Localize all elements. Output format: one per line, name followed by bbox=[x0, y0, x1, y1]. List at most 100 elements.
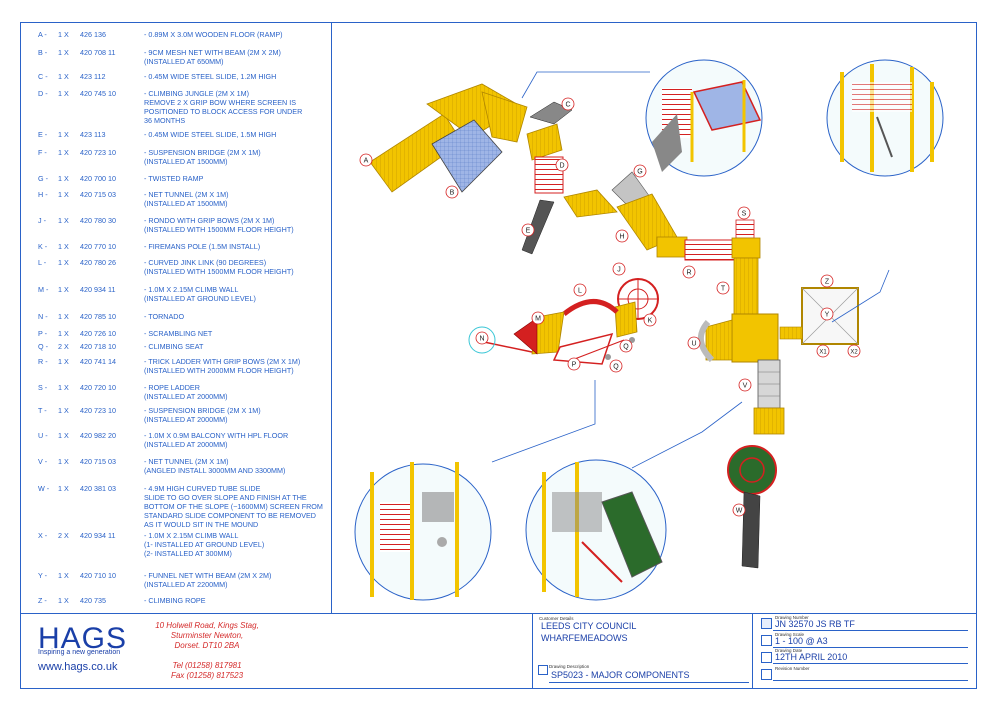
component-quantity: 1 X bbox=[58, 596, 69, 605]
component-description: - TRICK LADDER WITH GRIP BOWS (2M X 1M) … bbox=[144, 357, 301, 375]
component-quantity: 1 X bbox=[58, 30, 69, 39]
label-bubble bbox=[633, 164, 647, 178]
description-underline bbox=[549, 670, 749, 683]
component-description: - CLIMBING JUNGLE (2M X 1M) REMOVE 2 X G… bbox=[144, 89, 303, 125]
label-bubble bbox=[445, 185, 459, 199]
component-letter: N - bbox=[38, 312, 48, 321]
component-label: Q bbox=[613, 364, 619, 371]
component-description: - SUSPENSION BRIDGE (2M X 1M) (INSTALLED… bbox=[144, 148, 261, 166]
component-quantity: 2 X bbox=[58, 342, 69, 351]
component-quantity: 1 X bbox=[58, 258, 69, 267]
component-description: - 0.89M X 3.0M WOODEN FLOOR (RAMP) bbox=[144, 30, 283, 39]
right-tower bbox=[698, 219, 859, 569]
company-address: 10 Holwell Road, Kings Stag, Sturminster… bbox=[155, 621, 259, 680]
component-letter: G - bbox=[38, 174, 48, 183]
component-code: 420 708 11 bbox=[80, 48, 116, 57]
description-label: Drawing Description bbox=[549, 664, 590, 669]
component-code: 420 718 10 bbox=[80, 342, 116, 351]
label-bubble bbox=[816, 344, 830, 358]
component-quantity: 1 X bbox=[58, 406, 69, 415]
component-letter: M - bbox=[38, 285, 49, 294]
mid-chain bbox=[563, 171, 748, 261]
component-letter: H - bbox=[38, 190, 48, 199]
component-quantity: 1 X bbox=[58, 242, 69, 251]
label-bubble bbox=[475, 331, 489, 345]
component-code: 420 710 10 bbox=[80, 571, 116, 580]
component-description: - CLIMBING SEAT bbox=[144, 342, 204, 351]
label-bubble bbox=[573, 283, 587, 297]
component-label: X1 bbox=[819, 350, 827, 356]
component-label: A bbox=[364, 158, 369, 165]
component-label: K bbox=[648, 318, 653, 325]
component-code: 420 785 10 bbox=[80, 312, 116, 321]
drawing-number: JN 32570 JS RB TF bbox=[775, 619, 855, 629]
label-bubble bbox=[732, 503, 746, 517]
component-label: U bbox=[691, 341, 696, 348]
component-quantity: 1 X bbox=[58, 329, 69, 338]
component-code: 420 720 10 bbox=[80, 383, 116, 392]
detail-view-bottom-center bbox=[525, 459, 667, 601]
component-code: 426 136 bbox=[80, 30, 106, 39]
date-label: Drawing Date bbox=[775, 648, 803, 653]
component-letter: A - bbox=[38, 30, 47, 39]
component-description: - SCRAMBLING NET bbox=[144, 329, 213, 338]
component-description: - NET TUNNEL (2M X 1M) (ANGLED INSTALL 3… bbox=[144, 457, 286, 475]
component-label: W bbox=[736, 508, 743, 515]
label-bubble bbox=[737, 206, 751, 220]
date-underline bbox=[773, 651, 968, 664]
component-label: E bbox=[526, 228, 531, 235]
label-bubble bbox=[847, 344, 861, 358]
component-letter: B - bbox=[38, 48, 48, 57]
component-code: 420 715 03 bbox=[80, 457, 116, 466]
company-website[interactable]: www.hags.co.uk bbox=[38, 661, 118, 673]
component-quantity: 1 X bbox=[58, 312, 69, 321]
label-bubble bbox=[643, 313, 657, 327]
component-quantity: 1 X bbox=[58, 383, 69, 392]
label-bubble bbox=[820, 307, 834, 321]
number-label: Drawing Number bbox=[775, 615, 809, 620]
component-description: - CLIMBING ROPE bbox=[144, 596, 206, 605]
component-label: R bbox=[686, 270, 691, 277]
component-description: - 1.0M X 0.9M BALCONY WITH HPL FLOOR (IN… bbox=[144, 431, 289, 449]
detail-view-bottom-left bbox=[354, 462, 492, 601]
label-bubble bbox=[682, 265, 696, 279]
component-quantity: 1 X bbox=[58, 190, 69, 199]
component-code: 420 770 10 bbox=[80, 242, 116, 251]
component-code: 420 745 10 bbox=[80, 89, 116, 98]
component-label: P bbox=[572, 362, 577, 369]
component-label: N bbox=[479, 336, 484, 343]
component-quantity: 1 X bbox=[58, 72, 69, 81]
label-bubble bbox=[612, 262, 626, 276]
component-letter: D - bbox=[38, 89, 48, 98]
label-bubble bbox=[555, 158, 569, 172]
component-label: T bbox=[721, 286, 726, 293]
component-description: - 0.45M WIDE STEEL SLIDE, 1.5M HIGH bbox=[144, 130, 277, 139]
calendar-icon bbox=[761, 652, 772, 663]
component-letter: U - bbox=[38, 431, 48, 440]
component-label: M bbox=[535, 316, 541, 323]
customer-cell: Customer Details LEEDS CITY COUNCIL WHAR… bbox=[532, 614, 752, 689]
component-code: 420 780 26 bbox=[80, 258, 116, 267]
label-bubble bbox=[615, 229, 629, 243]
scale-underline bbox=[773, 635, 968, 648]
customer-name: LEEDS CITY COUNCIL bbox=[541, 621, 637, 631]
component-code: 420 934 11 bbox=[80, 531, 116, 540]
component-letter: E - bbox=[38, 130, 48, 139]
component-quantity: 1 X bbox=[58, 216, 69, 225]
component-letter: Q - bbox=[38, 342, 48, 351]
component-letter: X - bbox=[38, 531, 48, 540]
component-label: S bbox=[742, 211, 747, 218]
component-quantity: 1 X bbox=[58, 484, 69, 493]
label-bubble bbox=[820, 274, 834, 288]
component-letter: T - bbox=[38, 406, 47, 415]
component-description: - NET TUNNEL (2M X 1M) (INSTALLED AT 150… bbox=[144, 190, 229, 208]
customer-label: Customer Details bbox=[539, 616, 574, 621]
number-underline bbox=[773, 618, 968, 631]
component-code: 420 780 30 bbox=[80, 216, 116, 225]
title-block: HAGS Inspiring a new generation www.hags… bbox=[20, 613, 977, 689]
component-description: - FUNNEL NET WITH BEAM (2M X 2M) (INSTAL… bbox=[144, 571, 272, 589]
component-letter: Z - bbox=[38, 596, 47, 605]
site-name: WHARFEMEADOWS bbox=[541, 633, 628, 643]
component-label: V bbox=[743, 383, 748, 390]
component-letter: P - bbox=[38, 329, 48, 338]
